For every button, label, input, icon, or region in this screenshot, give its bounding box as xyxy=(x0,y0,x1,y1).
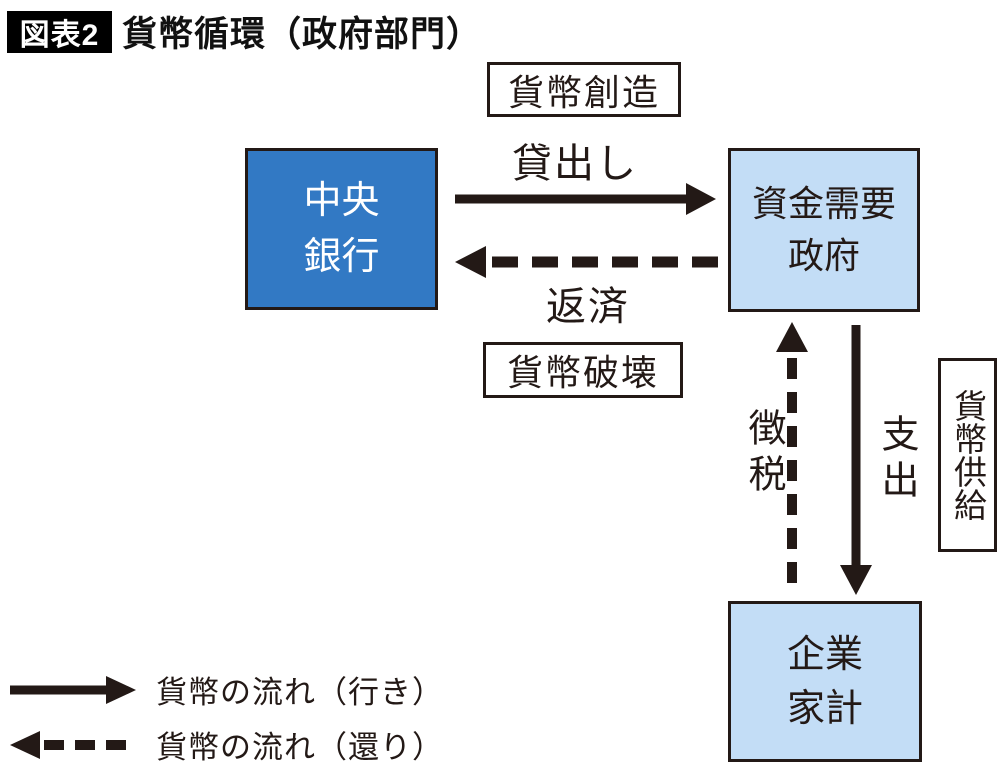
node-central-bank: 中央 銀行 xyxy=(245,148,438,310)
node-government: 資金需要 政府 xyxy=(728,148,920,312)
header: 図表2 貨幣循環（政府部門） xyxy=(7,6,482,57)
label-repayment: 返済 xyxy=(546,285,630,329)
label-money-creation: 貨幣創造 xyxy=(487,62,681,117)
label-taxation: 徴税 xyxy=(742,408,784,500)
node-central-bank-line1: 中央 xyxy=(303,180,380,222)
node-firms-line2: 家計 xyxy=(786,687,863,730)
arrow-lending-solid-right xyxy=(455,183,716,215)
label-money-destruction: 貨幣破壊 xyxy=(483,342,683,398)
label-spending: 支出 xyxy=(875,414,917,506)
label-money-supply: 貨幣供給 xyxy=(938,358,997,552)
page-title: 貨幣循環（政府部門） xyxy=(122,15,483,54)
legend: 貨幣の流れ（行き） 貨幣の流れ（還り） xyxy=(8,662,444,768)
legend-dashed-arrow-icon xyxy=(10,730,134,759)
node-central-bank-line2: 銀行 xyxy=(303,236,380,278)
legend-label-return: 貨幣の流れ（還り） xyxy=(156,730,444,765)
arrow-taxation-dashed-up xyxy=(776,322,808,594)
arrow-spending-solid-down xyxy=(840,325,872,595)
node-firms-line1: 企業 xyxy=(786,633,863,676)
arrow-repayment-dashed-left xyxy=(455,246,726,278)
legend-solid-arrow-icon xyxy=(10,675,136,704)
node-government-line2: 政府 xyxy=(787,235,860,276)
legend-row-outbound: 貨幣の流れ（行き） xyxy=(8,662,444,717)
label-lending: 貸出し xyxy=(512,142,638,186)
figure-badge: 図表2 xyxy=(7,10,112,53)
legend-label-outbound: 貨幣の流れ（行き） xyxy=(156,675,444,710)
node-government-line1: 資金需要 xyxy=(751,183,896,224)
node-firms-households: 企業 家計 xyxy=(728,601,922,762)
legend-row-return: 貨幣の流れ（還り） xyxy=(8,717,444,768)
